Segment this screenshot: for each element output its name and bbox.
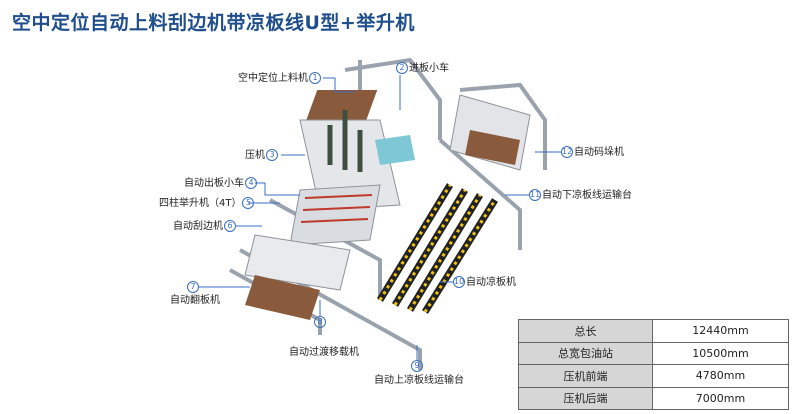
spec-value: 10500mm <box>652 341 789 365</box>
spec-value: 4780mm <box>652 364 789 388</box>
spec-value: 7000mm <box>652 386 789 410</box>
page-title: 空中定位自动上料刮边机带凉板线U型+举升机 <box>12 12 415 34</box>
callout-number: 4 <box>245 177 257 189</box>
callout-5: 四柱举升机（4T）5 <box>159 197 255 210</box>
spec-key: 压机前端 <box>518 364 653 388</box>
callout-label: 进板小车 <box>409 63 449 74</box>
callout-label: 自动下凉板线运输台 <box>542 190 632 201</box>
callout-number: 7 <box>187 281 199 293</box>
callout-8-number: 8 <box>313 316 327 329</box>
callout-label: 自动码垛机 <box>574 147 624 158</box>
callout-label: 四柱举升机（4T） <box>159 198 242 209</box>
spec-key: 压机后端 <box>518 386 653 410</box>
spec-value: 12440mm <box>652 319 789 343</box>
callout-9-label: 自动上凉板线运输台 <box>374 375 464 386</box>
spec-key: 总长 <box>518 319 653 343</box>
callout-number: 12 <box>561 146 573 158</box>
callout-9-number: 9 <box>410 360 424 373</box>
callout-number: 2 <box>396 62 408 74</box>
spec-key: 总宽包油站 <box>518 341 653 365</box>
callout-number: 8 <box>314 316 326 328</box>
callout-number: 11 <box>529 189 541 201</box>
callout-label: 压机 <box>245 150 265 161</box>
callout-label: 自动刮边机 <box>173 221 223 232</box>
callout-label: 空中定位上料机 <box>238 73 308 84</box>
callout-number: 3 <box>266 149 278 161</box>
callout-label: 自动凉板机 <box>466 277 516 288</box>
callout-number: 5 <box>242 197 255 209</box>
callout-number: 6 <box>224 220 236 232</box>
callout-number: 10 <box>453 276 465 288</box>
callout-8-label: 自动过渡移载机 <box>289 347 359 358</box>
callout-number: 1 <box>309 72 321 84</box>
callout-label: 自动出板小车 <box>184 178 244 189</box>
callout-7-number: 7 <box>186 281 200 294</box>
callout-7-label: 自动翻板机 <box>170 295 220 306</box>
callout-number: 9 <box>411 360 423 372</box>
